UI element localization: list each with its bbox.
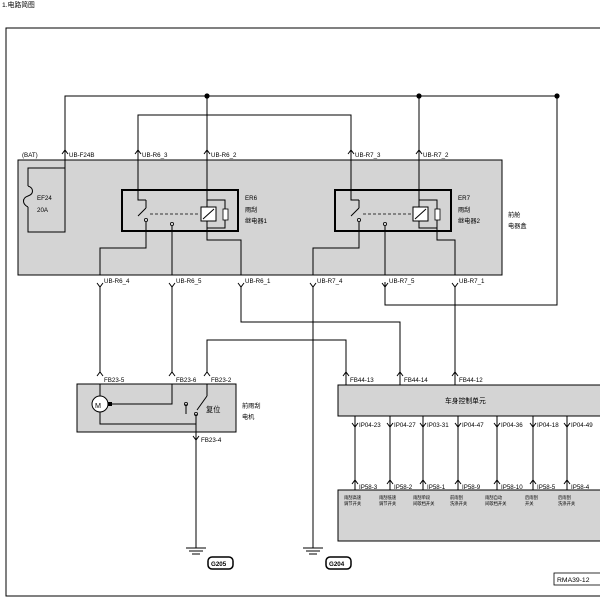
fuse-rating: 20A <box>37 207 49 214</box>
relay-output-wires <box>99 222 456 275</box>
switch-label-wash-2: 洗涤开关 <box>450 500 468 507</box>
motor-symbol: M <box>95 401 101 410</box>
switch-pin-ip58-10: IP58-10 <box>501 484 523 491</box>
harness-wires <box>99 287 456 548</box>
ground-icon-g204 <box>303 547 352 570</box>
fuse-name: EF24 <box>37 195 52 202</box>
connector-ub-r6-1: UB-R6_1 <box>245 278 271 285</box>
switch-label-rearwash-2: 洗涤开关 <box>558 500 576 507</box>
switch-pin-ip58-5: IP58-5 <box>537 484 556 491</box>
switch-pin-ip58-3: IP58-3 <box>359 484 378 491</box>
relay1-name: ER6 <box>245 195 258 202</box>
connector-ub-r7-1: UB-R7_1 <box>459 278 485 285</box>
relay2-line2: 继电器2 <box>458 217 481 225</box>
fuse-box-line1: 前舱 <box>508 211 521 219</box>
body-control-module <box>337 384 600 417</box>
motor-ground-wire <box>192 432 200 548</box>
connector-ub-r7-2: UB-R7_2 <box>423 152 449 159</box>
bcm-pin-ip04-49: IP04-49 <box>571 422 593 429</box>
ground-g204: G204 <box>329 561 345 568</box>
motor-connector-arrows <box>96 371 211 377</box>
switch-label-low-2: 调节开关 <box>379 500 397 507</box>
relay-er6: ER6 雨刮 继电器1 <box>121 162 268 232</box>
bcm-pin-fb44-13: FB44-13 <box>350 377 374 384</box>
connector-ub-r6-3: UB-R6_3 <box>142 152 168 159</box>
switch-pin-ip58-4: IP58-4 <box>571 484 590 491</box>
relay1-line2: 继电器1 <box>245 217 268 225</box>
motor-line2: 电机 <box>242 413 255 421</box>
bcm-pin-ip04-36: IP04-36 <box>501 422 523 429</box>
ground-g205: G205 <box>211 561 227 568</box>
switch-label-rear-2: 开关 <box>525 500 534 507</box>
motor-pin-fb23-4: FB23-4 <box>201 437 222 444</box>
connector-ub-r6-4: UB-R6_4 <box>104 278 130 285</box>
switch-pin-ip58-9: IP58-9 <box>462 484 481 491</box>
connector-ub-r6-5: UB-R6_5 <box>176 278 202 285</box>
motor-pin-fb23-5: FB23-5 <box>104 377 125 384</box>
bcm-pin-ip03-31: IP03-31 <box>427 422 449 429</box>
fuse-box-line2: 电器盒 <box>508 222 527 230</box>
motor-pin-fb23-6: FB23-6 <box>176 377 197 384</box>
bcm-pin-ip04-23: IP04-23 <box>359 422 381 429</box>
switch-label-int-2: 间歇档开关 <box>413 500 435 507</box>
wiper-motor: M 复位 <box>91 384 220 432</box>
power-junction-3 <box>554 93 560 99</box>
relay1-line1: 雨刮 <box>245 206 257 214</box>
connector-ub-f24b: UB-F24B <box>69 152 94 159</box>
switch-label-wash-1: 前雨刮 <box>450 494 463 501</box>
bat-label: (BAT) <box>22 152 38 159</box>
bcm-output-wires <box>351 416 571 490</box>
switch-label-auto-1: 雨刮自动 <box>485 494 503 501</box>
bcm-pin-fb44-12: FB44-12 <box>459 377 483 384</box>
switch-label-high-2: 调节开关 <box>344 500 362 507</box>
switch-label-auto-2: 间歇档开关 <box>485 500 507 507</box>
ground-icon-g205 <box>186 547 234 570</box>
switch-label-rear-1: 后雨刮 <box>525 494 538 501</box>
fuse-ef24: EF24 20A <box>23 162 66 233</box>
bcm-pin-ip04-27: IP04-27 <box>394 422 416 429</box>
diagram-code-box <box>553 572 600 586</box>
bcm-pin-ip04-18: IP04-18 <box>537 422 559 429</box>
connector-ub-r6-2: UB-R6_2 <box>211 152 237 159</box>
switch-pin-ip58-2: IP58-2 <box>394 484 413 491</box>
relay2-name: ER7 <box>458 195 471 202</box>
connector-ub-r7-4: UB-R7_4 <box>317 278 343 285</box>
bcm-pin-fb44-14: FB44-14 <box>404 377 428 384</box>
top-connectors <box>61 149 423 162</box>
bcm-pin-ip04-47: IP04-47 <box>462 422 484 429</box>
page-title: 1.电路简图 <box>2 0 35 9</box>
combination-switch <box>337 489 600 542</box>
switch-label-rearwash-1: 后雨刮 <box>558 494 571 501</box>
motor-pin-fb23-2: FB23-2 <box>211 377 232 384</box>
bcm-connector-arrows <box>342 371 459 385</box>
relay-er7: ER7 雨刮 继电器2 <box>334 162 481 232</box>
connector-ub-r7-3: UB-R7_3 <box>355 152 381 159</box>
motor-reset-label: 复位 <box>206 405 220 414</box>
relay2-line1: 雨刮 <box>458 206 470 214</box>
switch-label-low-1: 雨刮低速 <box>379 494 397 501</box>
motor-line1: 前雨刮 <box>242 402 261 410</box>
switch-label-high-1: 雨刮高速 <box>344 494 362 501</box>
switch-pin-ip58-1: IP58-1 <box>427 484 446 491</box>
diagram-frame <box>5 27 600 597</box>
bcm-title: 车身控制单元 <box>445 396 486 405</box>
switch-label-int-1: 雨刮单段 <box>413 494 431 501</box>
diagram-code: RMA39-12 <box>557 577 590 584</box>
connector-ub-r7-5: UB-R7_5 <box>389 278 415 285</box>
